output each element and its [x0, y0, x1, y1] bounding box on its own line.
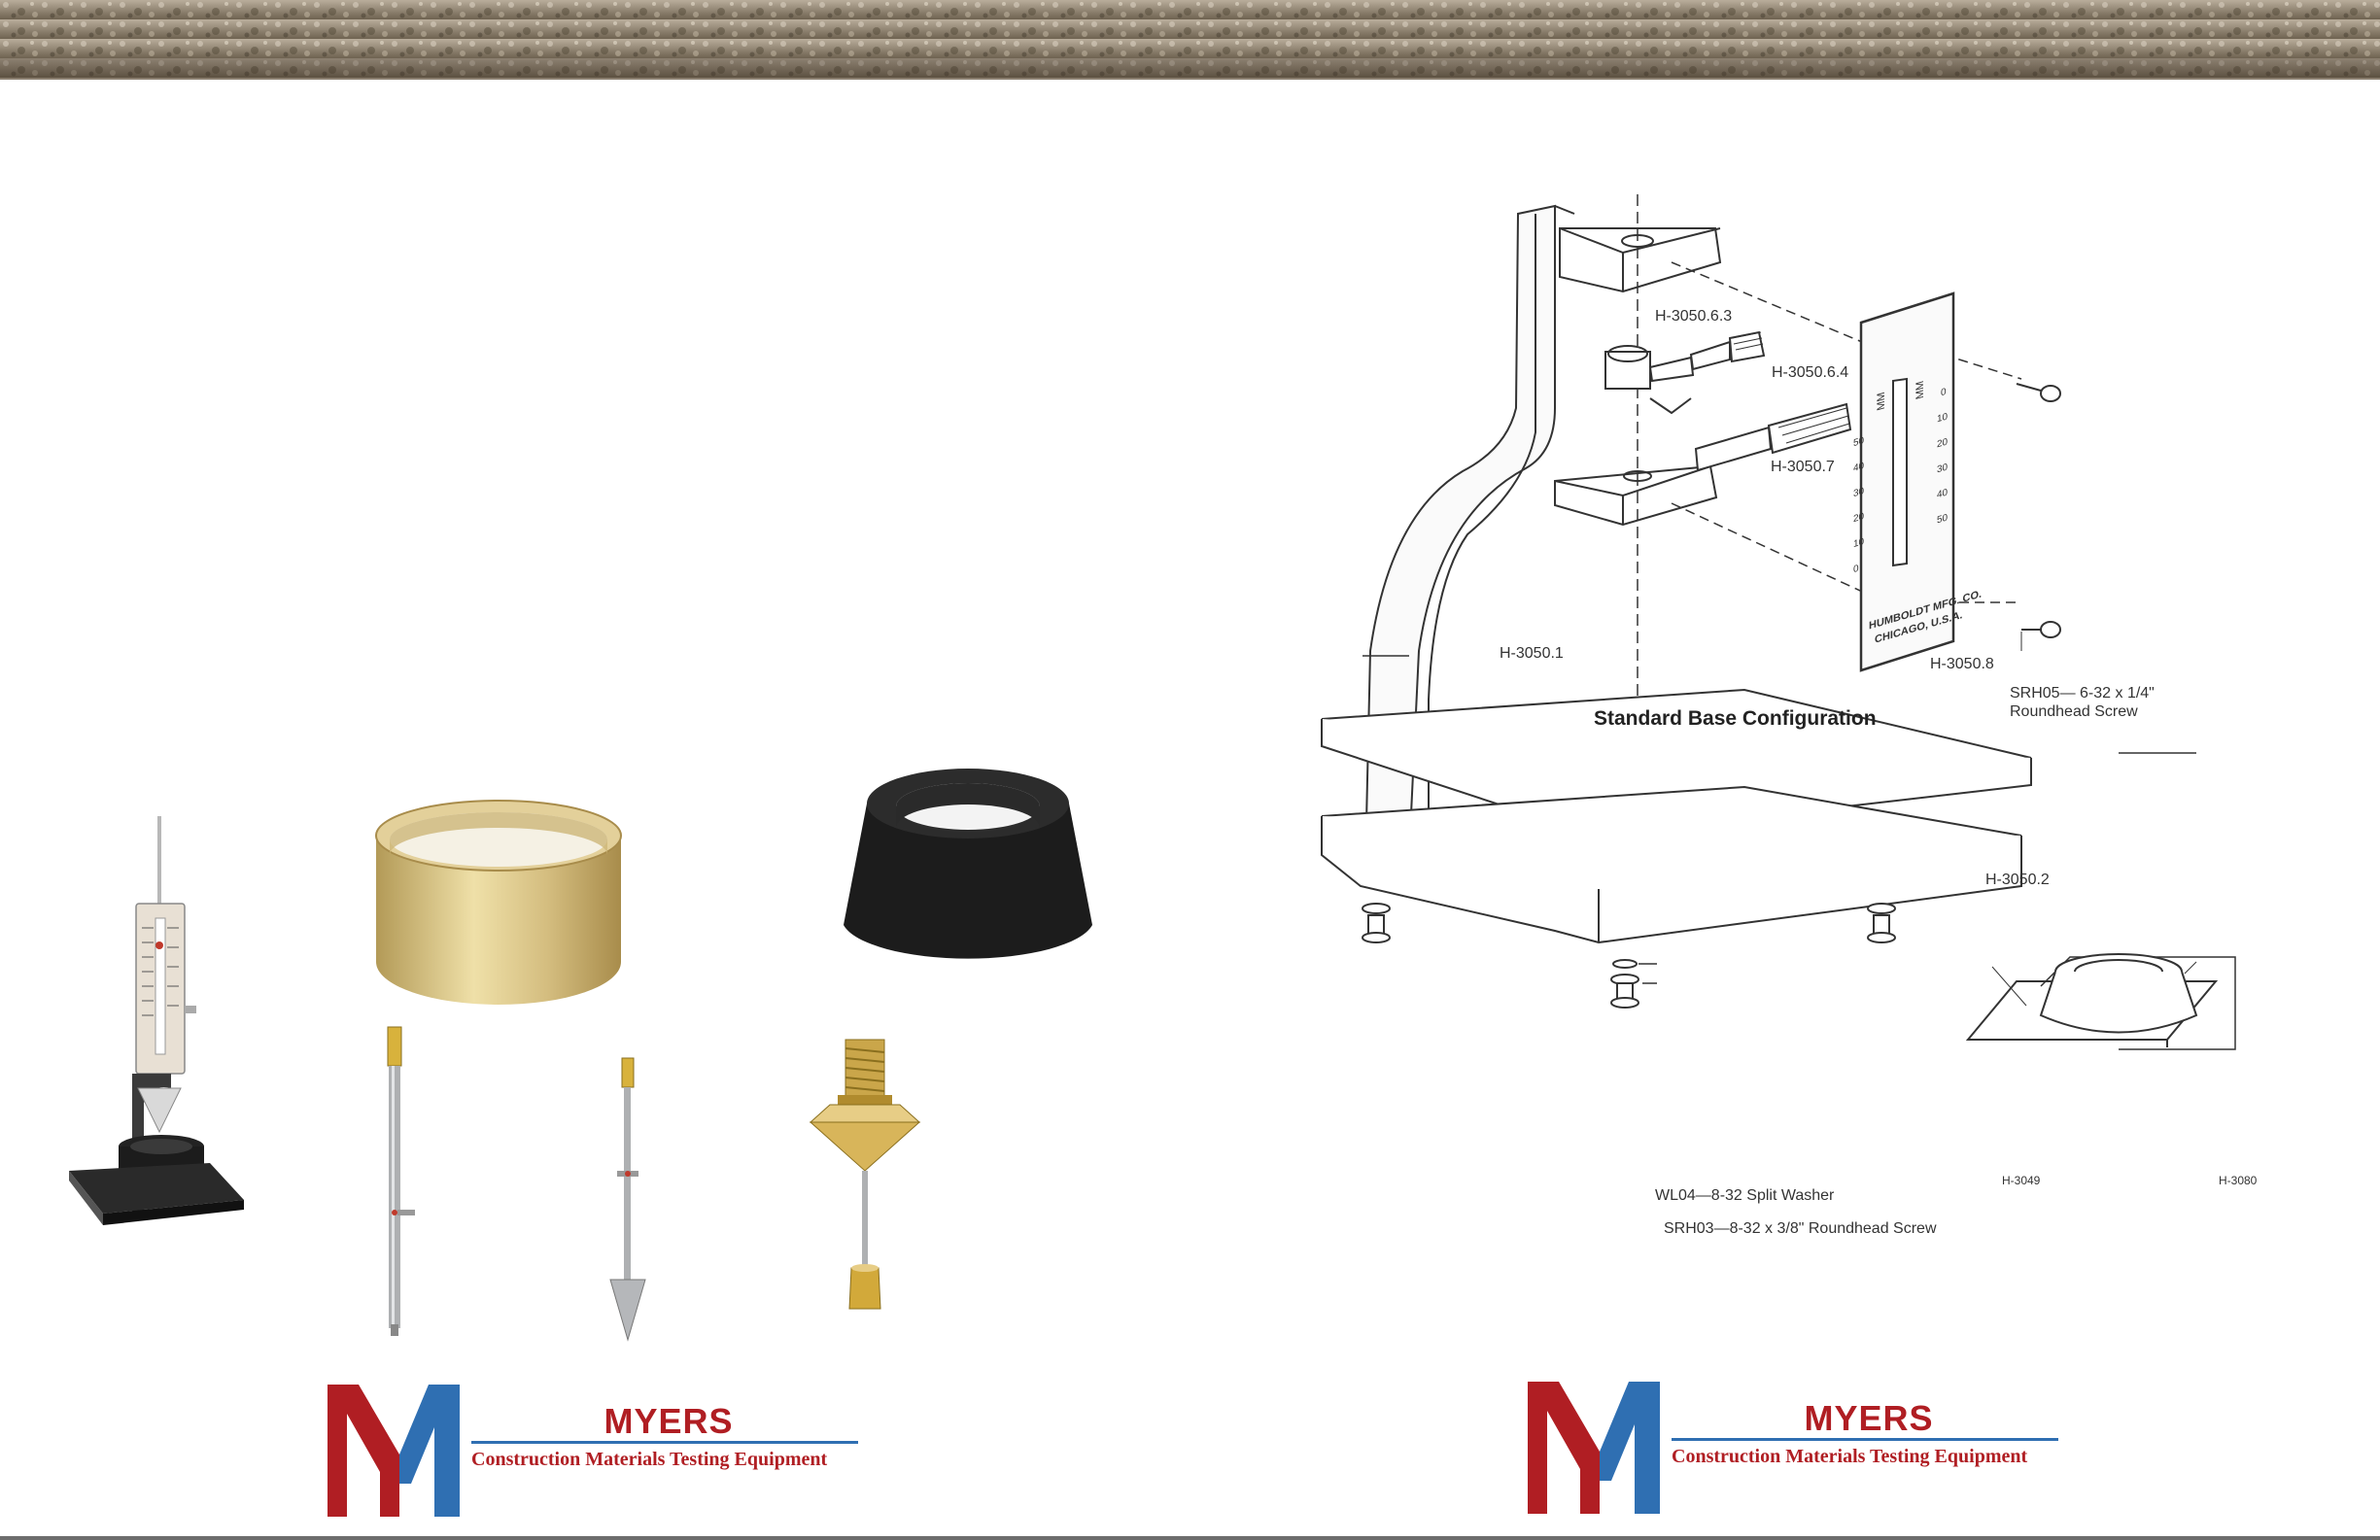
myers-logo-left: MYERS Construction Materials Testing Equ…: [324, 1375, 868, 1521]
mm-left-label: MM: [1876, 390, 1888, 412]
part-label-h3050-6-4: H-3050.6.4: [1772, 364, 1849, 381]
part-label-srh03: SRH03—8-32 x 3/8" Roundhead Screw: [1664, 1220, 1937, 1237]
part-label-h3050-2: H-3050.2: [1985, 872, 2050, 888]
part-label-srh05: SRH05— 6-32 x 1/4": [2010, 685, 2155, 702]
brand-name: MYERS: [604, 1401, 734, 1441]
scale-left-50: 50: [1853, 435, 1865, 450]
plunger-rod-photo: [387, 1026, 415, 1336]
part-label-h3050-7: H-3050.7: [1771, 459, 1835, 475]
bottom-rule: [0, 1536, 2380, 1540]
brand-tagline: Construction Materials Testing Equipment: [471, 1449, 828, 1470]
myers-logo-right: MYERS Construction Materials Testing Equ…: [1524, 1372, 2068, 1518]
brand-name: MYERS: [1804, 1398, 1934, 1438]
penetrometer-photo: [69, 816, 244, 1225]
part-label-roundhead-screw: Roundhead Screw: [2010, 703, 2138, 720]
rubber-cone-photo: [844, 769, 1092, 959]
scale-left-0: 0: [1853, 563, 1859, 576]
part-label-h3080: H-3080: [2219, 1174, 2258, 1187]
myers-logo-icon: [328, 1385, 460, 1517]
brand-rule: [1672, 1438, 2058, 1441]
brand-rule: [471, 1441, 858, 1444]
part-label-wl04: WL04—8-32 Split Washer: [1655, 1187, 1835, 1204]
scale-right-50: 50: [1937, 512, 1949, 527]
mm-right-label: MM: [1914, 379, 1927, 401]
scale-left-30: 30: [1853, 486, 1865, 500]
part-label-h3050-1: H-3050.1: [1500, 645, 1564, 662]
part-label-h3050-6-3: H-3050.6.3: [1655, 308, 1733, 325]
part-label-h3050-8: H-3050.8: [1930, 656, 1994, 672]
cone-needle-photo: [609, 1057, 646, 1342]
scale-left-40: 40: [1853, 461, 1865, 475]
scale-plate-text: MM MM 50 40 30 20 10 0 0 10 20 30 40 50 …: [1851, 354, 1982, 696]
part-label-h3049: H-3049: [2002, 1174, 2041, 1187]
brass-cone-photo: [809, 1039, 921, 1310]
scale-right-40: 40: [1937, 487, 1949, 501]
exploded-diagram: [1321, 194, 2236, 1050]
scale-left-20: 20: [1853, 511, 1865, 526]
scale-right-20: 20: [1937, 436, 1949, 451]
scale-right-0: 0: [1941, 386, 1947, 399]
myers-logo-icon: [1528, 1382, 1660, 1514]
top-banner-texture: [0, 0, 2380, 80]
scale-right-10: 10: [1937, 411, 1949, 426]
diagram-caption: Standard Base Configuration: [1594, 707, 1877, 730]
brand-tagline: Construction Materials Testing Equipment: [1672, 1446, 2028, 1467]
brass-ring-photo: [375, 800, 622, 1005]
scale-right-30: 30: [1937, 462, 1949, 476]
scale-left-10: 10: [1853, 536, 1865, 551]
